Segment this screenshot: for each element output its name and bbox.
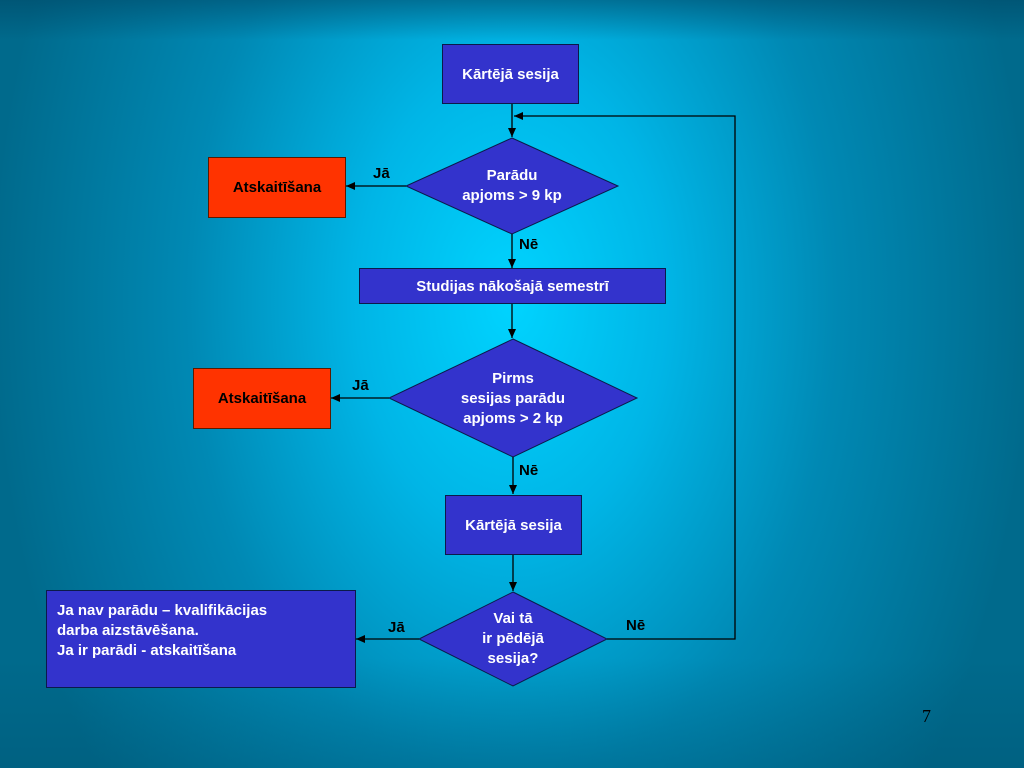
yes-label-1: Jā — [373, 165, 390, 182]
result2-box: Atskaitīšana — [193, 368, 331, 429]
decision3-text: Vai tā ir pēdējā sesija? — [482, 610, 544, 667]
no-label-3: Nē — [626, 617, 646, 634]
process1-box: Studijas nākošajā semestrī — [359, 268, 666, 304]
arrow-decision3-no-loop — [514, 112, 736, 640]
no-label-1: Nē — [519, 236, 539, 253]
start-session-box: Kārtējā sesija — [442, 44, 579, 104]
decision1-text: Parādu apjoms > 9 kp — [462, 167, 562, 204]
decision2-text: Pirms sesijas parādu apjoms > 2 kp — [460, 370, 566, 427]
process2-box: Kārtējā sesija — [445, 495, 582, 555]
decision3-diamond — [417, 591, 609, 687]
final-outcome-box: Ja nav parādu – kvalifikācijas darba aiz… — [46, 590, 356, 688]
result1-box: Atskaitīšana — [208, 157, 346, 218]
yes-label-3: Jā — [388, 619, 405, 636]
page-number: 7 — [922, 706, 931, 726]
no-label-2: Nē — [519, 462, 539, 479]
yes-label-2: Jā — [352, 377, 369, 394]
